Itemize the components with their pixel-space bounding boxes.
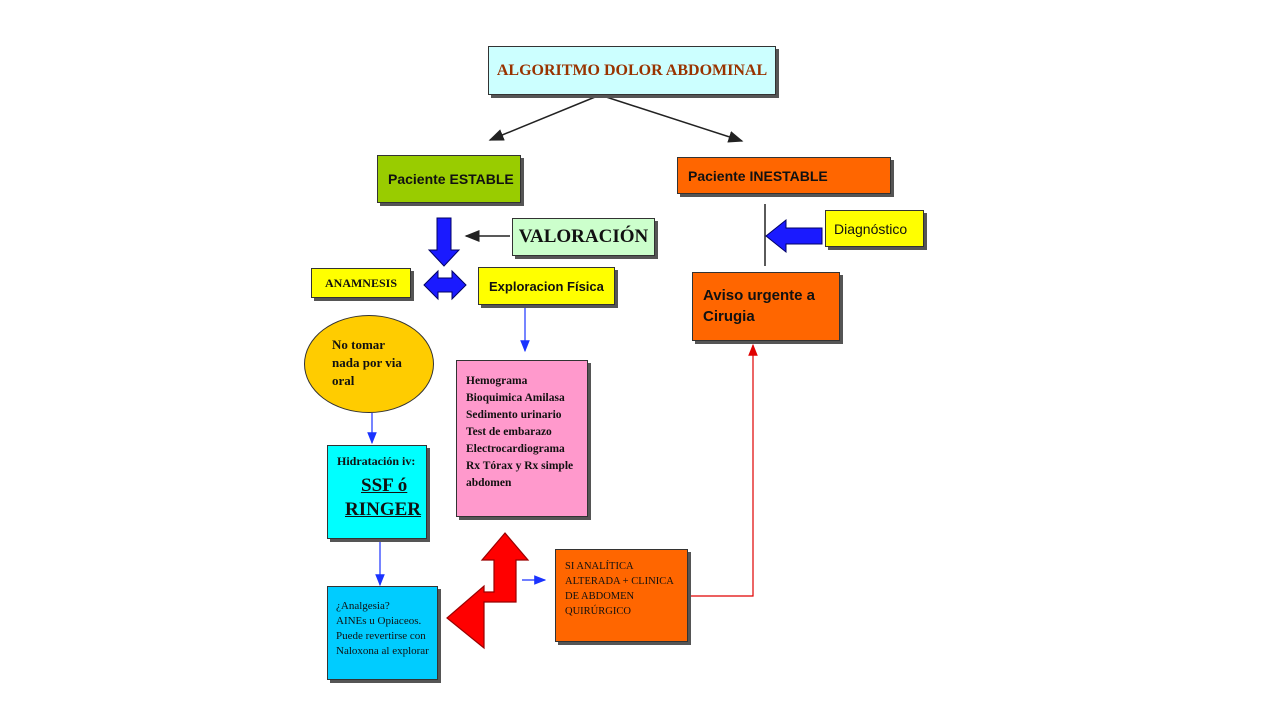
- analgesia-box: ¿Analgesia? AINEs u Opiaceos. Puede reve…: [327, 586, 438, 680]
- valoracion-box: VALORACIÓN: [512, 218, 655, 256]
- test-item: Bioquimica Amilasa: [466, 392, 565, 404]
- si-analitica-line: ALTERADA + CLINICA: [565, 576, 674, 587]
- unstable-box: Paciente INESTABLE: [677, 157, 891, 194]
- si-analitica-line: QUIRÚRGICO: [565, 606, 631, 617]
- diagnostico-label: Diagnóstico: [834, 220, 908, 237]
- aviso-box: Aviso urgente a Cirugia: [692, 272, 840, 341]
- hidratacion-label: Hidratación iv:: [337, 454, 416, 468]
- test-item: Rx Tórax y Rx simple: [466, 460, 574, 472]
- si-analitica-line: SI ANALÍTICA: [565, 561, 634, 572]
- analgesia-line: AINEs u Opiaceos.: [336, 615, 422, 627]
- stable-label: Paciente ESTABLE: [388, 171, 514, 187]
- block-arrow-down-stable: [427, 217, 461, 267]
- analgesia-line: ¿Analgesia?: [336, 600, 390, 612]
- hidratacion-ringer: RINGER: [345, 499, 422, 520]
- red-bent-arrow: [446, 532, 530, 650]
- tests-list: Hemograma Bioquimica Amilasa Sedimento u…: [466, 373, 587, 492]
- tests-box: Hemograma Bioquimica Amilasa Sedimento u…: [456, 360, 588, 517]
- no-tomar-line-2: nada por via: [332, 355, 402, 370]
- aviso-line-2: Cirugia: [703, 308, 755, 325]
- no-tomar-line-3: oral: [332, 373, 355, 388]
- arrow-si-analitica-to-aviso: [688, 343, 758, 597]
- analgesia-line: Naloxona al explorar: [336, 645, 429, 657]
- arrow-title-to-unstable: [599, 94, 744, 143]
- test-item: Test de embarazo: [466, 426, 552, 438]
- title-text: ALGORITMO DOLOR ABDOMINAL: [496, 61, 768, 79]
- si-analitica-line: DE ABDOMEN: [565, 591, 635, 602]
- exploracion-label: Exploracion Física: [489, 278, 604, 294]
- test-item: abdomen: [466, 477, 512, 489]
- test-item: Hemograma: [466, 375, 528, 387]
- anamnesis-box: ANAMNESIS: [311, 268, 411, 298]
- stable-box: Paciente ESTABLE: [377, 155, 521, 203]
- no-tomar-line-1: No tomar: [332, 337, 386, 352]
- analgesia-line: Puede revertirse con: [336, 630, 426, 642]
- diagnostico-box: Diagnóstico: [825, 210, 924, 247]
- si-analitica-box: SI ANALÍTICA ALTERADA + CLINICA DE ABDOM…: [555, 549, 688, 642]
- unstable-label: Paciente INESTABLE: [688, 167, 828, 184]
- block-arrow-diagnostico: [765, 218, 823, 254]
- hidratacion-ssf: SSF ó: [361, 475, 408, 496]
- aviso-line-1: Aviso urgente a: [703, 287, 815, 304]
- anamnesis-label: ANAMNESIS: [324, 275, 397, 290]
- test-item: Sedimento urinario: [466, 409, 562, 421]
- valoracion-label: VALORACIÓN: [518, 226, 649, 247]
- hidratacion-box: Hidratación iv: SSF ó RINGER: [327, 445, 427, 539]
- no-tomar-ellipse: No tomar nada por via oral: [304, 315, 434, 413]
- arrow-title-to-stable: [488, 94, 601, 141]
- double-arrow-anamnesis-exploracion: [423, 269, 467, 301]
- title-box: ALGORITMO DOLOR ABDOMINAL: [488, 46, 776, 95]
- exploracion-box: Exploracion Física: [478, 267, 615, 305]
- test-item: Electrocardiograma: [466, 443, 565, 455]
